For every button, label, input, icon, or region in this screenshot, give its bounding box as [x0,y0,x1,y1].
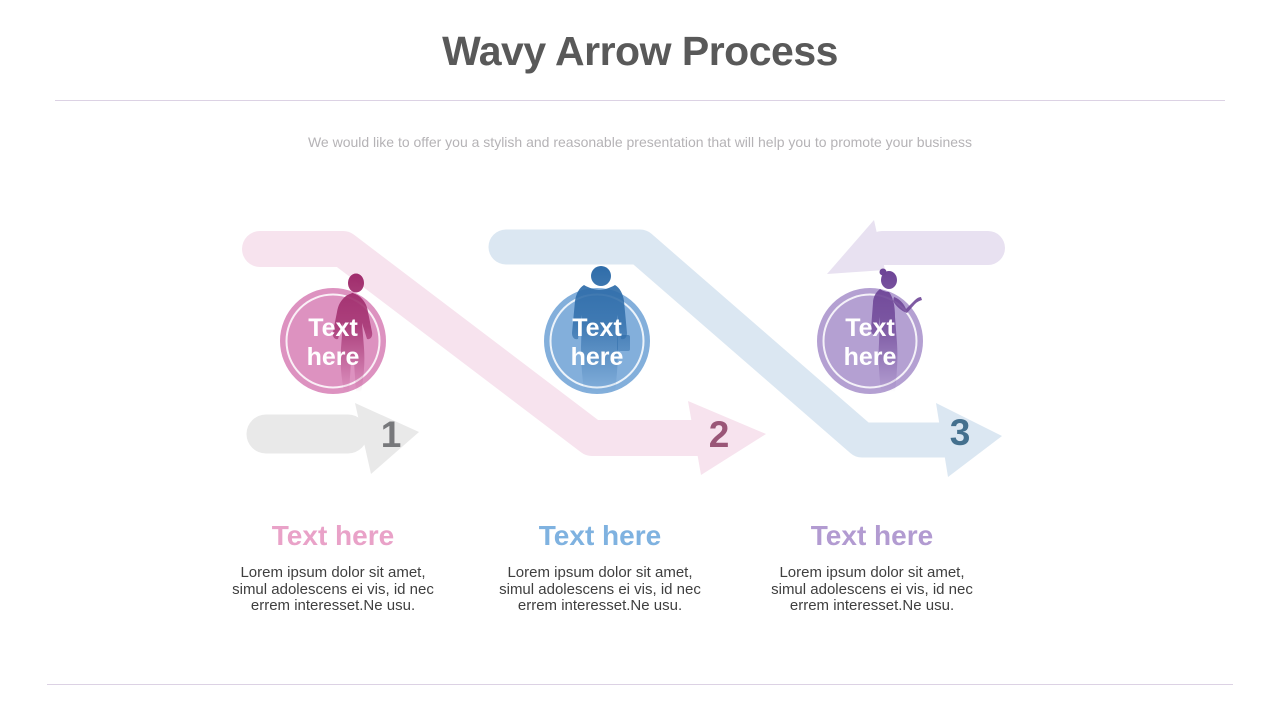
circle-text-line2: here [307,343,360,371]
top-divider [55,100,1225,101]
arrow-head-icon [688,401,766,475]
step-description-2: Text here Lorem ipsum dolor sit amet, si… [475,520,725,615]
wavy-arrow-blue [488,229,1002,477]
bottom-divider [47,684,1233,685]
wavy-arrow-pink [242,231,766,475]
slide-title: Wavy Arrow Process [442,28,838,74]
circle-ring [285,293,381,389]
briefcase-icon [617,335,630,351]
circle-text-line2: here [844,343,897,371]
step-circle-3: Text here [817,268,923,394]
arrow-head-icon [936,403,1002,477]
step-heading: Text here [810,520,934,551]
circle-text-line1: Text [572,314,622,342]
arrow-head-icon [827,220,885,274]
arrow-head-icon [355,403,419,474]
step-heading: Text here [271,520,395,551]
step-body-text: Lorem ipsum dolor sit amet, simul adoles… [771,563,973,615]
businessman-silhouette-icon [572,266,630,391]
step-number-2: 2 [709,414,730,455]
step-description-1: Text here Lorem ipsum dolor sit amet, si… [208,520,458,615]
arrow-band [242,231,716,456]
step-number-1: 1 [381,414,402,455]
arrow-band [488,229,964,458]
step1-arrow-gray [246,403,419,474]
step-body-text: Lorem ipsum dolor sit amet, simul adoles… [499,563,701,615]
step-description-3: Text here Lorem ipsum dolor sit amet, si… [747,520,997,615]
circle-ring [822,293,918,389]
circle-text-line2: here [571,343,624,371]
circle-text-line1: Text [308,314,358,342]
step-number-3: 3 [950,412,971,453]
step-circle-1: Text here [280,273,386,394]
return-arrow-purple [827,220,1005,274]
circle-text-line1: Text [845,314,895,342]
woman-gesturing-silhouette-icon [871,268,922,392]
step-circle-2: Text here [544,266,650,394]
step-body-text: Lorem ipsum dolor sit amet, simul adoles… [232,563,434,615]
slide-subtitle: We would like to offer you a stylish and… [307,134,973,150]
step-heading: Text here [538,520,662,551]
businesswoman-silhouette-icon [332,273,373,392]
